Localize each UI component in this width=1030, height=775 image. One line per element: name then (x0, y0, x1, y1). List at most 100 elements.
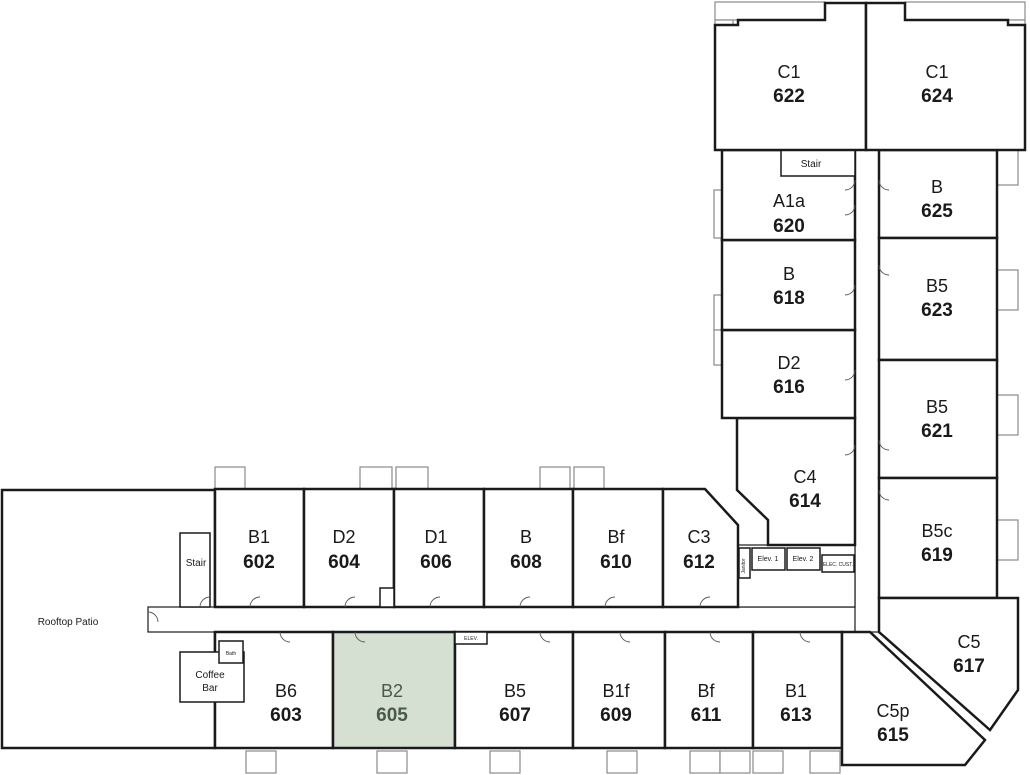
room-621[interactable]: B5 621 (921, 397, 953, 442)
room-620-number: 620 (773, 216, 805, 237)
room-618-type: B (783, 264, 795, 284)
room-620[interactable]: A1a 620 (773, 191, 806, 237)
room-607-shape[interactable] (453, 630, 575, 750)
utility-rooms (379, 547, 855, 645)
room-611-number: 611 (691, 705, 722, 726)
bath-label: Bath (226, 651, 237, 657)
room-613[interactable]: B1 613 (780, 681, 812, 726)
room-608-shape[interactable] (482, 487, 575, 609)
room-605-type: B2 (381, 681, 403, 701)
room-610[interactable]: Bf 610 (600, 527, 632, 573)
room-613-shape[interactable] (751, 630, 844, 750)
room-606[interactable]: D1 606 (420, 527, 452, 573)
room-618-shape[interactable] (720, 238, 857, 332)
room-602-type: B1 (248, 527, 270, 547)
stair-west-shape (179, 532, 211, 608)
room-604[interactable]: D2 604 (328, 527, 360, 573)
room-607-type: B5 (504, 681, 526, 701)
room-603[interactable]: B6 603 (270, 681, 302, 726)
room-616[interactable]: D2 616 (773, 353, 805, 398)
room-622-number: 622 (773, 86, 805, 107)
room-614-type: C4 (793, 467, 816, 487)
room-609-number: 609 (600, 705, 632, 726)
room-624-type: C1 (925, 62, 948, 82)
room-623-number: 623 (921, 300, 953, 321)
elev-2-label: Elev. 2 (793, 556, 814, 563)
room-606-shape[interactable] (392, 487, 486, 609)
room-619-type: B5c (921, 521, 952, 541)
room-611[interactable]: Bf 611 (691, 681, 722, 726)
room-604-type: D2 (332, 527, 355, 547)
room-605[interactable]: B2 605 (376, 681, 408, 726)
room-604-number: 604 (328, 552, 360, 573)
room-624-number: 624 (921, 86, 953, 107)
room-602-number: 602 (243, 552, 275, 573)
room-610-number: 610 (600, 552, 632, 573)
stair-north-label: Stair (801, 159, 822, 170)
stair-west-label: Stair (186, 558, 207, 569)
room-612-number: 612 (683, 552, 715, 573)
room-624[interactable]: C1 624 (921, 62, 953, 107)
room-603-type: B6 (275, 681, 297, 701)
room-619[interactable]: B5c 619 (921, 521, 953, 566)
coffee-bar-label-2: Bar (202, 683, 218, 694)
room-609-shape[interactable] (571, 630, 667, 750)
coffee-bar-label-1: Coffee (195, 670, 225, 681)
room-623[interactable]: B5 623 (921, 276, 953, 321)
room-619-shape[interactable] (877, 476, 999, 600)
room-612[interactable]: C3 612 (683, 527, 715, 573)
room-622-type: C1 (777, 62, 800, 82)
room-605-number: 605 (376, 705, 408, 726)
rooftop-patio-label: Rooftop Patio (38, 617, 99, 628)
room-602-shape[interactable] (213, 487, 306, 609)
room-625[interactable]: B 625 (921, 177, 953, 222)
room-622-shape[interactable] (713, 1, 868, 152)
elev-label: ELEV. (464, 636, 478, 642)
room-617-shape[interactable] (877, 596, 1020, 732)
room-622[interactable]: C1 622 (773, 62, 805, 107)
room-610-shape[interactable] (571, 487, 665, 609)
room-617-type: C5 (957, 632, 980, 652)
room-608-type: B (520, 527, 532, 547)
elev-1-label: Elev. 1 (758, 556, 779, 563)
room-608-number: 608 (510, 552, 542, 573)
room-615[interactable]: C5p 615 (876, 701, 909, 746)
room-613-type: B1 (785, 681, 807, 701)
room-611-type: Bf (697, 681, 715, 701)
room-610-type: Bf (607, 527, 625, 547)
room-611-shape[interactable] (663, 630, 755, 750)
room-608[interactable]: B 608 (510, 527, 542, 573)
room-615-number: 615 (877, 725, 909, 746)
room-614[interactable]: C4 614 (789, 467, 821, 512)
corridors (147, 126, 880, 633)
room-618[interactable]: B 618 (773, 264, 805, 309)
room-603-number: 603 (270, 705, 302, 726)
room-623-shape[interactable] (877, 236, 999, 362)
room-605-shape[interactable] (331, 630, 457, 750)
room-612-shape[interactable] (661, 487, 740, 609)
room-625-type: B (931, 177, 943, 197)
room-619-number: 619 (921, 545, 953, 566)
room-617-number: 617 (953, 656, 985, 677)
stair-north-shape (780, 149, 856, 177)
room-621-shape[interactable] (877, 358, 999, 480)
room-613-number: 613 (780, 705, 812, 726)
room-617[interactable]: C5 617 (953, 632, 985, 677)
room-620-type: A1a (773, 191, 806, 211)
room-602[interactable]: B1 602 (243, 527, 275, 573)
room-616-shape[interactable] (720, 328, 857, 420)
room-609-type: B1f (602, 681, 630, 701)
room-607[interactable]: B5 607 (499, 681, 531, 726)
room-616-type: D2 (777, 353, 800, 373)
room-609[interactable]: B1f 609 (600, 681, 632, 726)
room-612-type: C3 (687, 527, 710, 547)
room-625-shape[interactable] (877, 148, 999, 240)
room-615-shape[interactable] (840, 630, 987, 767)
room-624-shape[interactable] (864, 1, 1027, 152)
room-604-shape[interactable] (302, 487, 396, 609)
janitor-label: Janitor (741, 558, 747, 573)
room-606-number: 606 (420, 552, 452, 573)
room-606-type: D1 (424, 527, 447, 547)
room-615-type: C5p (876, 701, 909, 721)
